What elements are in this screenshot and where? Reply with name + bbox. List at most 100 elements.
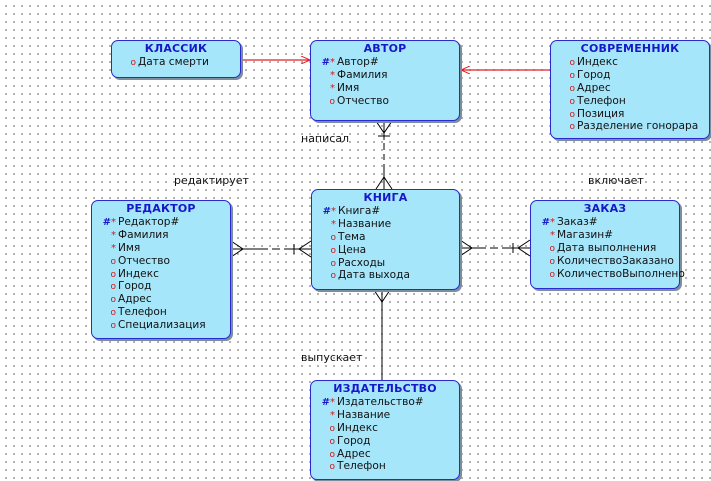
link-book-order	[459, 239, 531, 257]
attribute-name: Тема	[338, 230, 366, 243]
attribute-row: *Фамилия	[96, 229, 230, 242]
attribute-row: #*Издательство#	[315, 396, 459, 409]
attribute-marker: o	[110, 295, 116, 306]
attribute-marker: *	[111, 242, 116, 254]
attribute-marker: o	[330, 232, 336, 243]
entity-title: ЗАКАЗ	[583, 202, 627, 215]
link-book-publisher	[373, 289, 391, 380]
attribute-name: Адрес	[118, 293, 152, 306]
attribute-name: КоличествоВыполнено	[557, 267, 685, 280]
attribute-marker: *	[111, 229, 116, 241]
attribute-marker: *	[550, 229, 555, 241]
attribute-name: Цена	[338, 243, 367, 256]
attribute-marker: o	[569, 96, 575, 107]
attribute-marker: #*	[322, 206, 336, 217]
relationship-label-includes: включает	[588, 174, 644, 187]
attribute-name: Адрес	[337, 447, 371, 460]
attribute-name: Расходы	[338, 256, 386, 269]
link-author-book	[375, 120, 393, 190]
relationship-label-publishes: выпускает	[301, 351, 363, 364]
attribute-marker: o	[110, 282, 116, 293]
attribute-marker: o	[330, 271, 336, 282]
attribute-marker: o	[110, 256, 116, 267]
attribute-name: Редактор#	[118, 216, 180, 228]
attribute-name: Отчество	[337, 94, 390, 107]
attribute-marker: #*	[321, 397, 335, 408]
attribute-marker: o	[329, 449, 335, 460]
relationship-label-wrote: написал	[301, 132, 350, 145]
attribute-marker: #*	[321, 57, 335, 68]
attribute-name: Телефон	[337, 460, 386, 473]
attribute-name: Позиция	[577, 107, 625, 120]
attribute-marker: o	[569, 83, 575, 94]
attribute-marker: o	[110, 308, 116, 319]
attribute-marker: o	[330, 245, 336, 256]
attribute-marker: o	[130, 58, 136, 68]
attribute-name: Город	[118, 280, 152, 293]
attribute-name: Дата смерти	[138, 56, 209, 68]
attribute-row: *Магазин#	[535, 229, 679, 242]
entity-title: АВТОР	[363, 42, 407, 55]
attribute-row: *Имя	[96, 242, 230, 255]
attribute-marker: o	[110, 321, 116, 332]
attribute-row: *Фамилия	[315, 69, 459, 82]
attribute-row: #*Редактор#	[96, 216, 230, 229]
entity-title: РЕДАКТОР	[126, 202, 196, 215]
attribute-row: *Имя	[315, 82, 459, 95]
attribute-name: Индекс	[337, 421, 378, 434]
attribute-name: Имя	[118, 241, 141, 254]
attribute-name: Разделение гонорара	[577, 120, 699, 133]
link-editor-book	[230, 240, 312, 258]
attribute-marker: *	[331, 218, 336, 230]
attribute-name: КоличествоЗаказано	[557, 254, 674, 267]
attribute-marker: *	[330, 82, 335, 94]
attribute-name: Книга#	[338, 205, 381, 217]
attribute-marker: #*	[102, 217, 116, 228]
attribute-marker: *	[330, 69, 335, 81]
entity-title: КНИГА	[363, 191, 408, 204]
entity-title: СОВРЕМЕННИК	[580, 42, 680, 55]
attribute-name: Специализация	[118, 319, 206, 332]
attribute-marker: o	[329, 96, 335, 107]
attribute-marker: o	[549, 256, 555, 267]
attribute-marker: o	[569, 58, 575, 68]
attribute-name: Название	[338, 217, 392, 230]
entity-title: КЛАССИК	[144, 42, 208, 55]
attribute-name: Отчество	[118, 254, 171, 267]
attribute-marker: o	[330, 258, 336, 269]
attribute-marker: o	[549, 269, 555, 280]
attribute-marker: o	[549, 243, 555, 254]
attribute-row: *Название	[316, 218, 459, 231]
